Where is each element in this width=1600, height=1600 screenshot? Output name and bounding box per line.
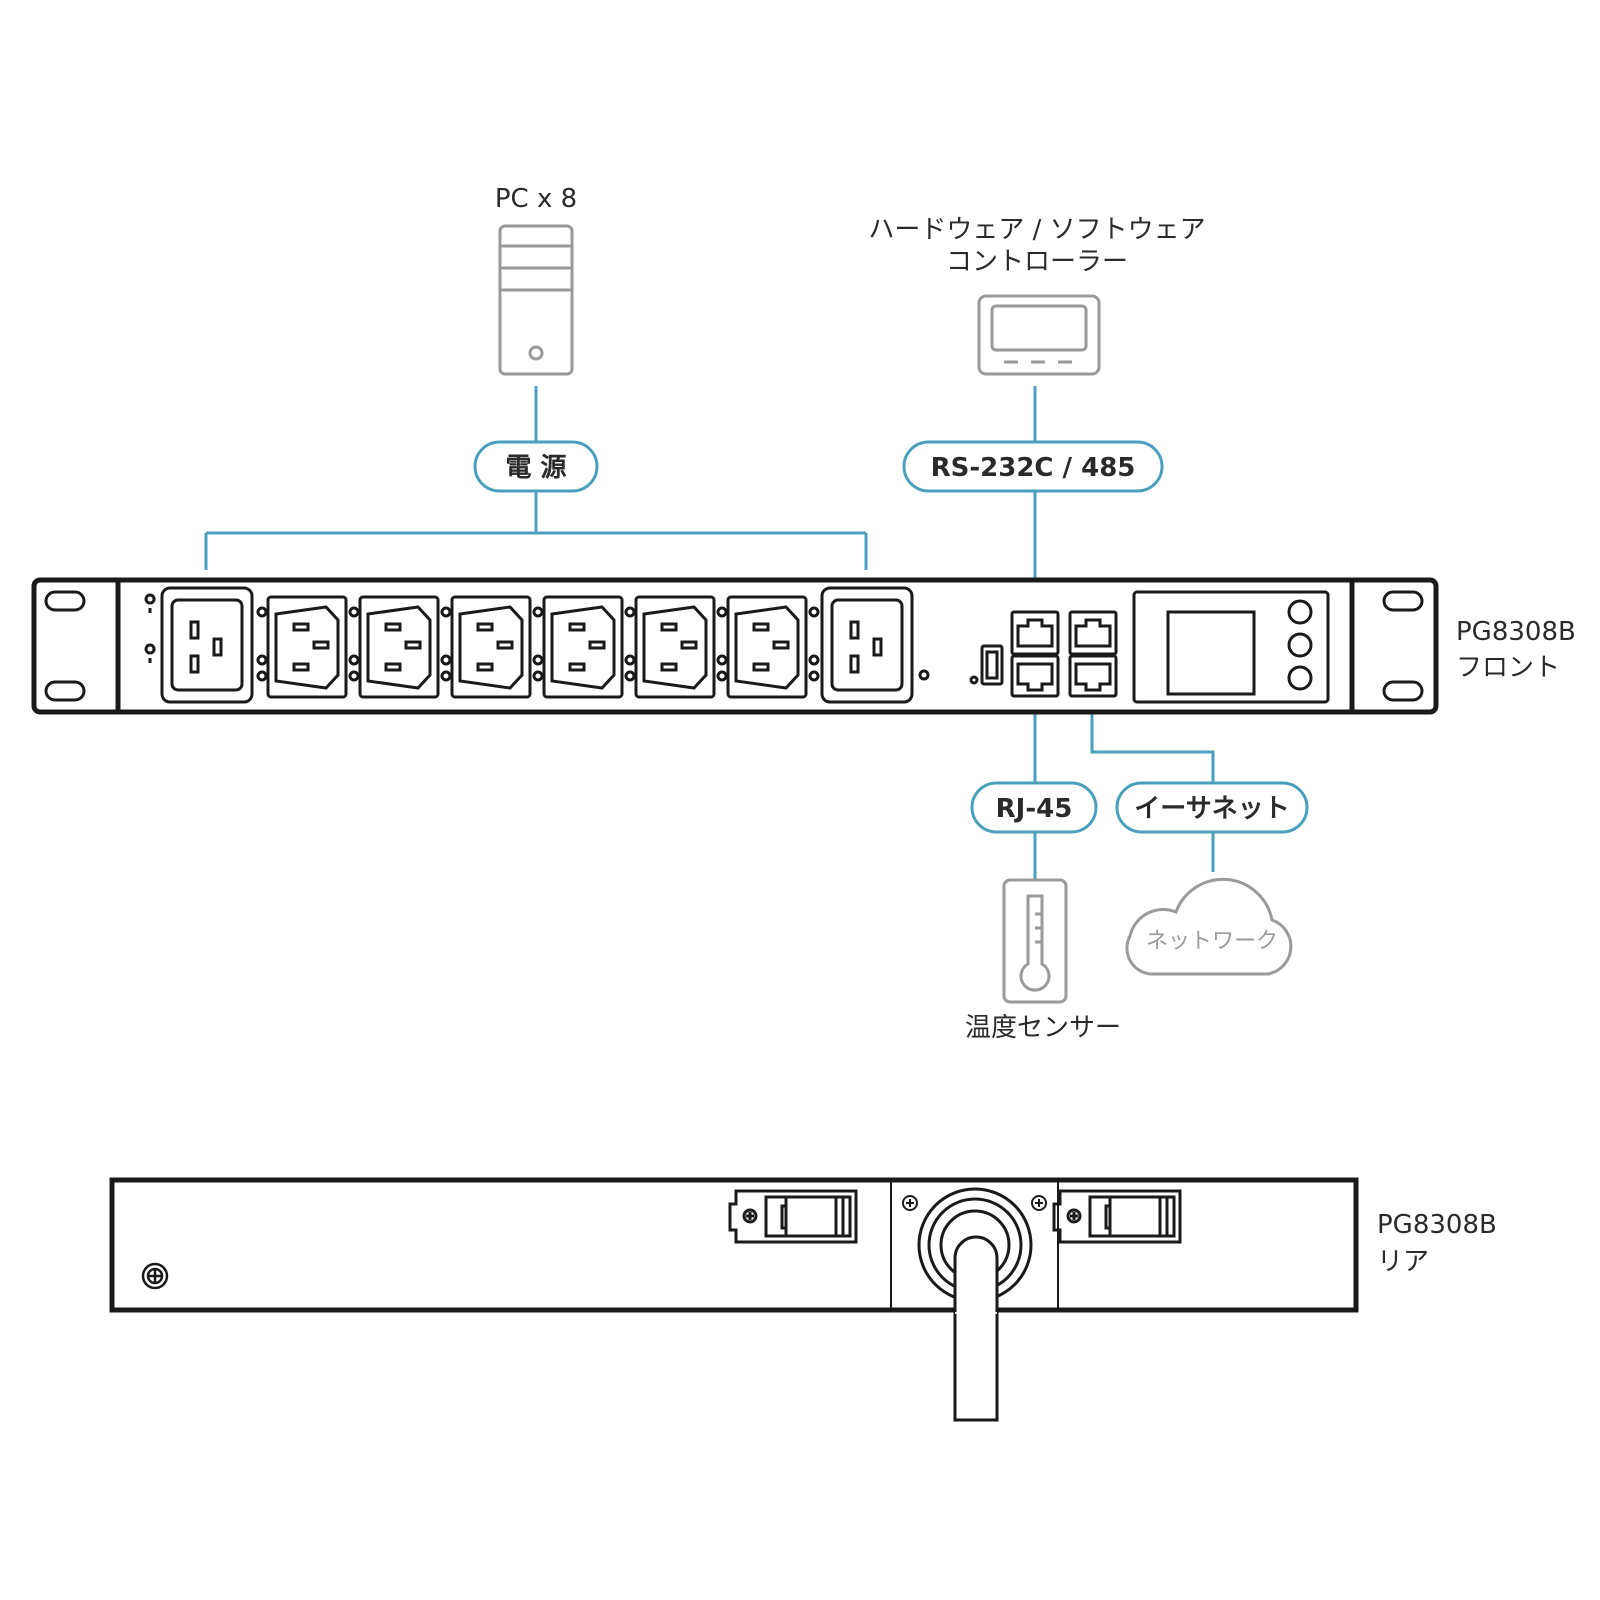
sensor-label: 温度センサー: [965, 1013, 1121, 1043]
network-label: ネットワーク: [1146, 929, 1278, 954]
rear-panel: [109, 1177, 1359, 1422]
outlet-c13-group: [256, 595, 820, 699]
rear-model-label: PG8308B: [1377, 1210, 1497, 1240]
ethernet-pill-label: イーサネット: [1134, 794, 1289, 824]
outlet-c13-2: [348, 595, 440, 699]
outlet-c13-4: [532, 595, 624, 699]
rj-port-grid: [1010, 610, 1118, 698]
ethernet-route-line: [1090, 688, 1215, 783]
outlet-c13-5: [624, 595, 716, 699]
power-pill: 電 源: [473, 440, 599, 493]
outlet-c19-left: [144, 586, 254, 704]
lcd-display-panel: [1132, 590, 1330, 704]
rack-ear-slots: [44, 590, 1424, 702]
power-pill-label: 電 源: [505, 453, 566, 483]
outlet-c13-1: [256, 595, 348, 699]
front-panel: [31, 577, 1439, 715]
rj45-pill-label: RJ-45: [996, 794, 1073, 824]
rear-side-label: リア: [1377, 1247, 1429, 1277]
controller-label-line1: ハードウェア / ソフトウェア: [868, 215, 1205, 245]
serial-pill-label: RS-232C / 485: [931, 453, 1136, 483]
rj-port-ethernet-1: [1068, 610, 1118, 656]
thermometer-icon: [1002, 878, 1068, 1004]
rj-port-ethernet-2: [1068, 654, 1118, 698]
mounting-bracket-right: [1052, 1189, 1182, 1244]
pc-label: PC x 8: [495, 184, 577, 214]
ground-screw-icon: [141, 1262, 169, 1290]
pc-tower-icon: [498, 224, 574, 376]
network-cloud-icon: ネットワーク: [1125, 877, 1293, 976]
lcd-screen: [1166, 610, 1256, 696]
front-side-label: フロント: [1456, 653, 1560, 683]
usb-port-icon: [969, 644, 1004, 686]
outlet-c13-3: [440, 595, 532, 699]
serial-pill: RS-232C / 485: [902, 440, 1164, 493]
controller-label-line2: コントローラー: [946, 247, 1128, 277]
outlet-c13-6: [716, 595, 808, 699]
cord-gland-icon: [917, 1187, 1033, 1314]
rj-port-sensor: [1010, 654, 1060, 698]
rj45-pill: RJ-45: [970, 781, 1098, 834]
controller-icon: [977, 294, 1101, 376]
connector-lines: [204, 386, 1215, 880]
ethernet-pill: イーサネット: [1115, 781, 1309, 834]
power-bracket-line: [204, 491, 868, 570]
panel-button-3: [1287, 665, 1313, 691]
rear-chassis: [109, 1177, 1359, 1313]
rj-port-serial: [1010, 610, 1060, 656]
panel-button-2: [1287, 632, 1313, 658]
front-model-label: PG8308B: [1456, 617, 1576, 647]
panel-button-1: [1287, 599, 1313, 625]
mounting-bracket-left: [728, 1189, 858, 1244]
gland-screw-icons: [902, 1195, 1047, 1211]
outlet-c19-right: [820, 586, 930, 704]
